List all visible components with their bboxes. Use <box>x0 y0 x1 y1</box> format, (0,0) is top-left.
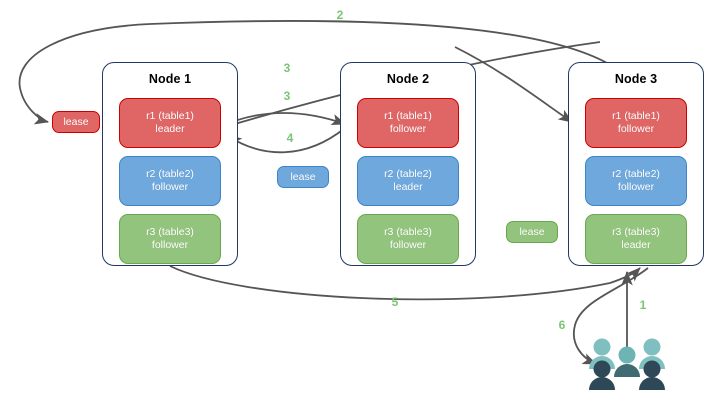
users-icon[interactable] <box>586 336 670 390</box>
step-label-5: 5 <box>391 295 399 309</box>
replica-role: follower <box>617 123 655 135</box>
replica-name: r1 (table1) <box>146 110 194 122</box>
step-label-6: 6 <box>558 318 566 332</box>
edge-step-3-to-node3 <box>454 46 573 123</box>
node-title: Node 1 <box>148 72 192 86</box>
replica-r1-node1[interactable]: r1 (table1) leader <box>119 98 221 148</box>
replica-role: follower <box>389 239 427 251</box>
replica-name: r2 (table2) <box>612 168 660 180</box>
edge-step-3-lower <box>221 112 347 127</box>
replica-role: follower <box>151 181 189 193</box>
step-label-4: 4 <box>286 131 294 145</box>
node-title: Node 2 <box>386 72 430 86</box>
replica-role: leader <box>621 239 651 251</box>
edge-step-5 <box>169 265 641 301</box>
replica-role: follower <box>617 181 655 193</box>
step-label-3b: 3 <box>283 89 291 103</box>
replica-name: r1 (table1) <box>612 110 660 122</box>
node-container-2[interactable]: Node 2 r1 (table1) follower r2 (table2) … <box>340 62 476 266</box>
replica-r3-node3[interactable]: r3 (table3) leader <box>585 214 687 264</box>
lease-badge-r1[interactable]: lease <box>52 111 100 133</box>
node-title: Node 3 <box>614 72 658 86</box>
replica-name: r3 (table3) <box>146 226 194 238</box>
replica-r2-node2[interactable]: r2 (table2) leader <box>357 156 459 206</box>
replica-r2-node1[interactable]: r2 (table2) follower <box>119 156 221 206</box>
step-label-2: 2 <box>336 8 344 22</box>
replica-role: follower <box>389 123 427 135</box>
replica-role: leader <box>393 181 423 193</box>
lease-badge-r3[interactable]: lease <box>506 221 558 243</box>
replica-name: r3 (table3) <box>384 226 432 238</box>
edge-step-2 <box>18 19 608 125</box>
replica-r1-node2[interactable]: r1 (table1) follower <box>357 98 459 148</box>
replica-name: r2 (table2) <box>146 168 194 180</box>
replica-name: r2 (table2) <box>384 168 432 180</box>
replica-r1-node3[interactable]: r1 (table1) follower <box>585 98 687 148</box>
node-container-3[interactable]: Node 3 r1 (table1) follower r2 (table2) … <box>568 62 704 266</box>
replica-r2-node3[interactable]: r2 (table2) follower <box>585 156 687 206</box>
replica-r3-node1[interactable]: r3 (table3) follower <box>119 214 221 264</box>
node-container-1[interactable]: Node 1 r1 (table1) leader r2 (table2) fo… <box>102 62 238 266</box>
replica-name: r3 (table3) <box>612 226 660 238</box>
step-label-3a: 3 <box>283 61 291 75</box>
lease-badge-r2[interactable]: lease <box>277 166 329 188</box>
replica-role: follower <box>151 239 189 251</box>
edge-step-6 <box>572 267 649 365</box>
replica-role: leader <box>155 123 185 135</box>
step-label-1: 1 <box>639 298 647 312</box>
replica-r3-node2[interactable]: r3 (table3) follower <box>357 214 459 264</box>
edge-step-4 <box>227 127 346 154</box>
replica-name: r1 (table1) <box>384 110 432 122</box>
